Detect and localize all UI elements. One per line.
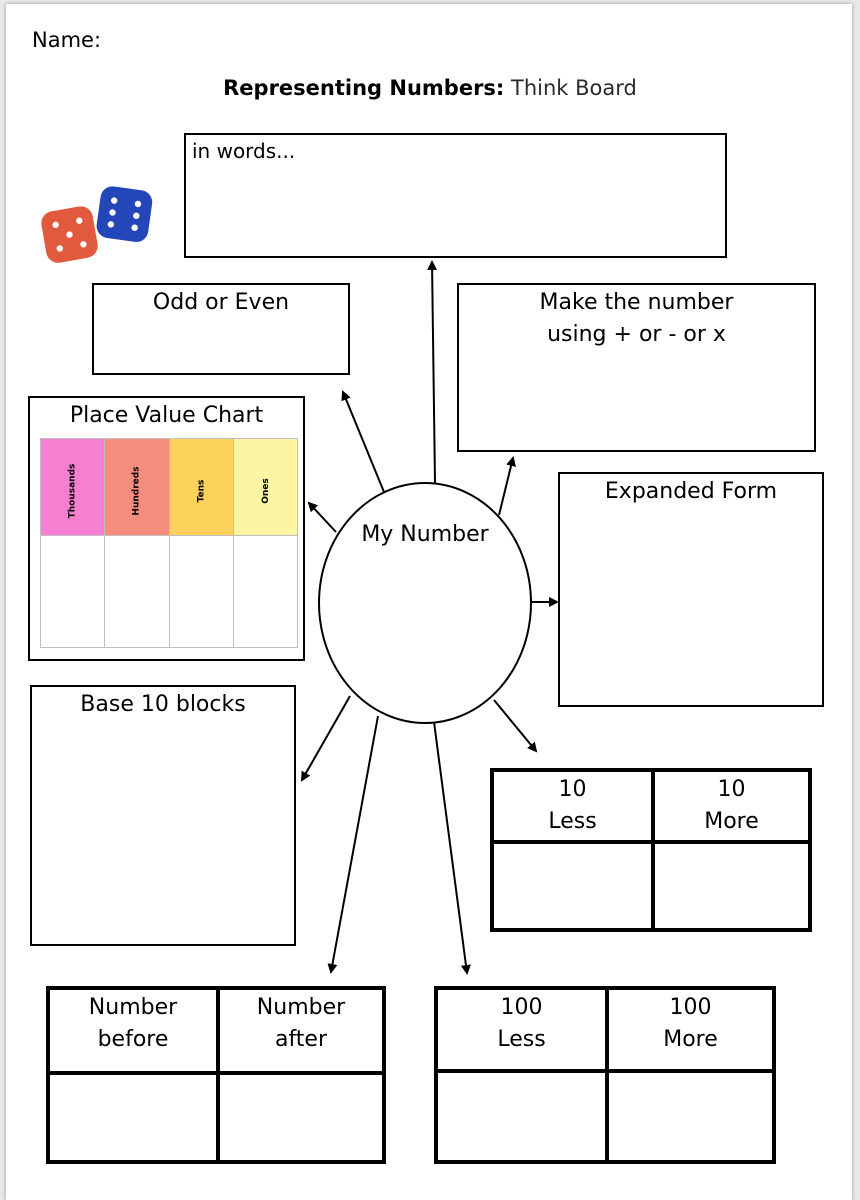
- odd-even-label: Odd or Even: [152, 290, 290, 315]
- number-before-answer[interactable]: [50, 1075, 216, 1160]
- arrow-to-before-after: [327, 715, 379, 974]
- odd-even-box[interactable]: Odd or Even: [92, 283, 350, 375]
- title-bold: Representing Numbers:: [223, 76, 505, 100]
- pv-col-thousands: Thousands: [39, 438, 106, 536]
- arrow-to-base10: [301, 695, 351, 782]
- number-before-after-grid: Number before Number after: [46, 986, 386, 1164]
- hundred-less-more-grid: 100 Less 100 More: [434, 986, 776, 1164]
- in-words-box[interactable]: in words...: [184, 133, 727, 258]
- base10-box[interactable]: Base 10 blocks: [30, 685, 296, 946]
- my-number-oval: [318, 482, 532, 724]
- ten-less-header: 10 Less: [548, 777, 597, 834]
- pv-entry-tens[interactable]: [168, 535, 234, 648]
- expanded-form-label: Expanded Form: [604, 479, 778, 504]
- ten-more-answer[interactable]: [655, 844, 808, 928]
- ten-less-more-grid: 10 Less 10 More: [490, 768, 812, 932]
- hundred-less-answer[interactable]: [438, 1073, 605, 1160]
- make-number-line1: Make the number: [539, 290, 734, 315]
- arrow-to-ten-grid: [493, 699, 538, 753]
- pv-entry-hundreds[interactable]: [104, 535, 170, 648]
- arrow-to-odd-even: [341, 390, 385, 493]
- arrow-to-place-value: [307, 501, 337, 533]
- arrow-to-hundred-grid: [433, 721, 471, 975]
- place-value-title-text: Place Value Chart: [69, 403, 264, 428]
- name-label: Name:: [32, 28, 102, 52]
- hundred-more-answer[interactable]: [609, 1073, 772, 1160]
- pv-entry-thousands[interactable]: [39, 535, 106, 648]
- dice-icon: [41, 186, 153, 263]
- ten-more-header: 10 More: [704, 777, 759, 834]
- make-number-box[interactable]: Make the number using + or - or x: [457, 283, 816, 452]
- ten-less-answer[interactable]: [494, 844, 651, 928]
- title-subtitle: Think Board: [511, 76, 637, 100]
- arrow-to-make-number: [498, 456, 516, 516]
- number-before-header: Number before: [88, 995, 178, 1052]
- make-number-line2: using + or - or x: [547, 322, 726, 347]
- hundred-less-header: 100 Less: [497, 995, 546, 1052]
- number-after-answer[interactable]: [220, 1075, 382, 1160]
- place-value-table: Thousands Hundreds Tens Ones: [39, 438, 299, 648]
- pv-col-tens: Tens: [168, 438, 234, 536]
- place-value-header-row: Thousands Hundreds Tens Ones: [39, 438, 299, 536]
- place-value-box: Place Value Chart Thousands Hundreds Ten…: [28, 396, 305, 661]
- number-after-header: Number after: [256, 995, 346, 1052]
- pv-col-hundreds: Hundreds: [104, 438, 170, 536]
- arrow-to-words: [427, 260, 438, 484]
- expanded-form-box[interactable]: Expanded Form: [558, 472, 824, 707]
- pv-col-ones: Ones: [232, 438, 299, 536]
- place-value-entry-row: [39, 535, 299, 648]
- worksheet-title: Representing Numbers: Think Board: [0, 76, 860, 100]
- pv-entry-ones[interactable]: [232, 535, 299, 648]
- hundred-more-header: 100 More: [663, 995, 718, 1052]
- my-number-label: My Number: [361, 522, 489, 547]
- base10-label: Base 10 blocks: [80, 692, 246, 717]
- in-words-label: in words...: [192, 139, 296, 163]
